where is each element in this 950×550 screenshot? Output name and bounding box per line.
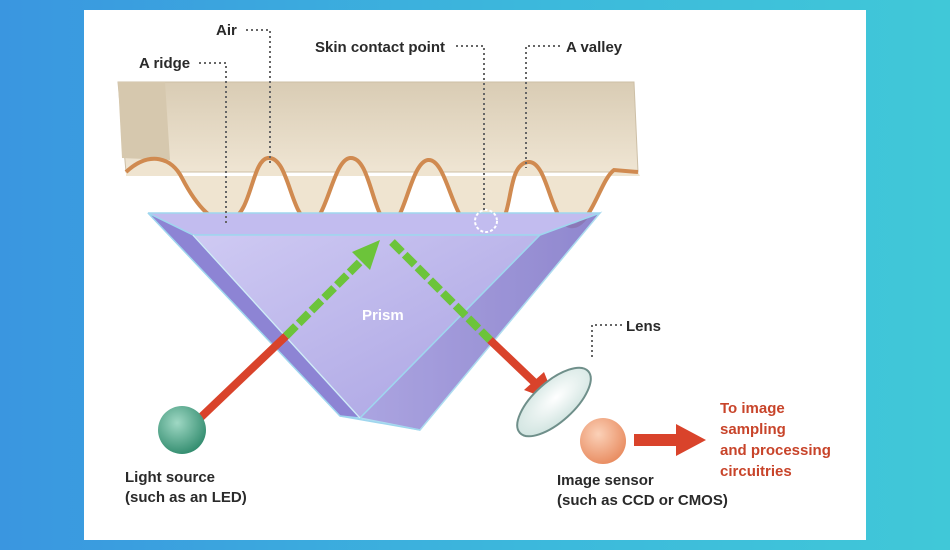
label-output-4: circuitries	[720, 463, 792, 480]
label-skin-contact-point: Skin contact point	[315, 39, 445, 56]
label-light-source-note: (such as an LED)	[125, 489, 247, 506]
prism	[147, 211, 603, 431]
label-image-sensor-note: (such as CCD or CMOS)	[557, 492, 728, 509]
skin-contact-marker	[474, 209, 498, 233]
image-sensor	[580, 418, 626, 464]
skin-block	[117, 81, 640, 230]
label-air: Air	[216, 22, 237, 39]
label-lens: Lens	[626, 318, 661, 335]
label-valley: A valley	[566, 39, 623, 56]
leader-lines	[199, 29, 622, 360]
lens	[516, 366, 592, 438]
label-output-2: sampling	[720, 421, 786, 438]
label-prism: Prism	[362, 307, 404, 324]
label-output-1: To image	[720, 400, 785, 417]
label-output-3: and processing	[720, 442, 831, 459]
label-light-source: Light source	[125, 469, 215, 486]
led-light-source	[158, 406, 206, 454]
label-ridge: A ridge	[139, 55, 190, 72]
output-arrow	[634, 424, 706, 456]
label-image-sensor: Image sensor	[557, 472, 654, 489]
incident-ray	[195, 240, 380, 423]
skin-ridges	[126, 157, 640, 228]
